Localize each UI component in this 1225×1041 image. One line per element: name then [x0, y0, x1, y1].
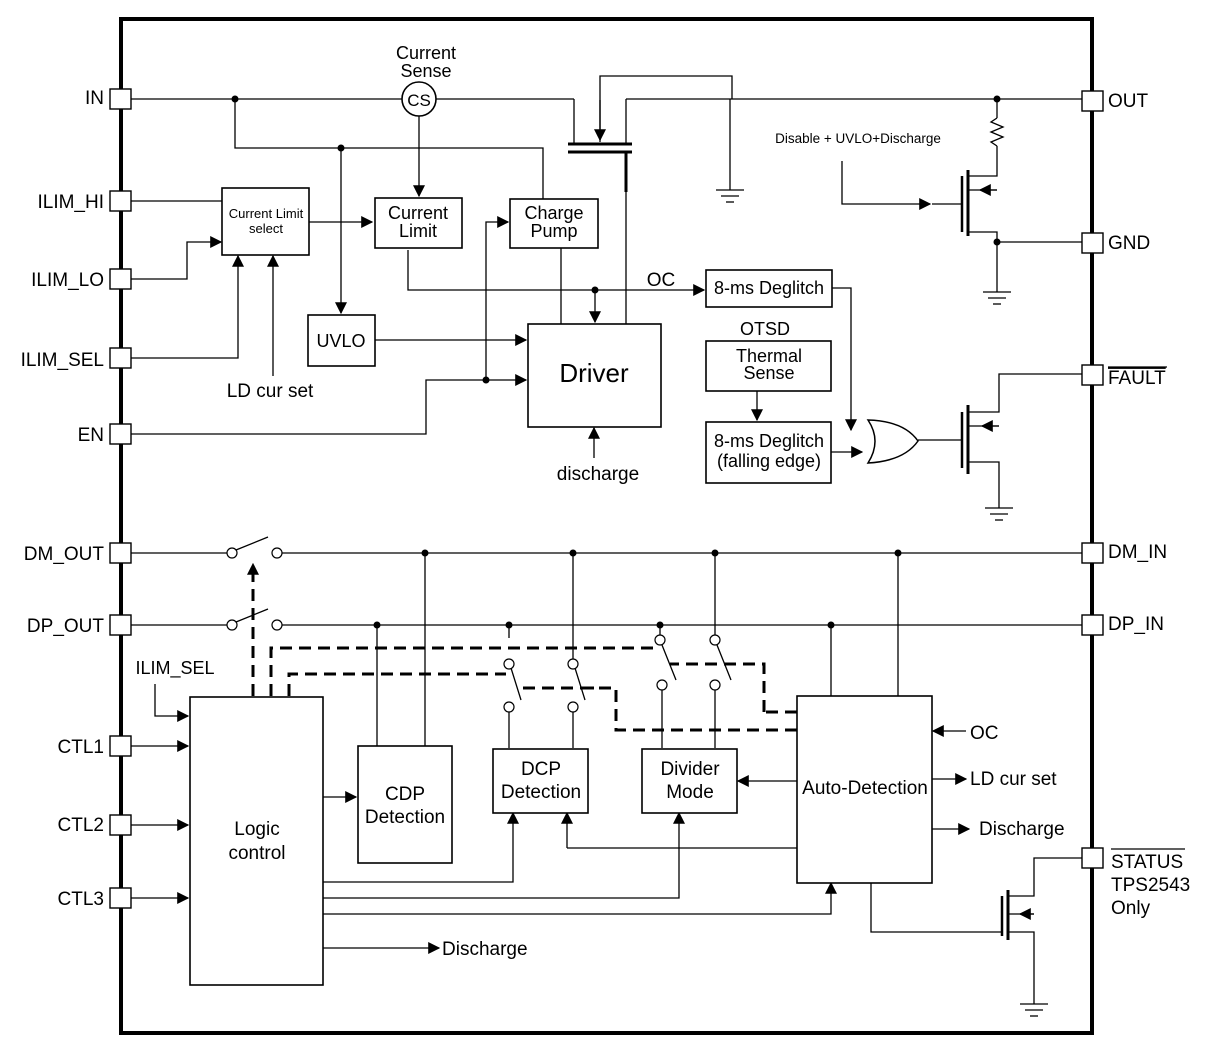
pin-gnd-label: GND [1108, 233, 1150, 254]
pin-ilim-hi-label: ILIM_HI [37, 192, 104, 213]
cs-label: CS [407, 91, 431, 110]
pins-left: IN ILIM_HI ILIM_LO ILIM_SEL EN DM_OUT DP… [21, 88, 132, 910]
current-limit-block [374, 197, 463, 249]
dcp-label-2: Detection [501, 782, 581, 803]
current-limit-select-block [221, 187, 310, 256]
current-limit-select-label-1: Current Limit [229, 206, 304, 221]
pin-ctl2 [109, 814, 132, 836]
pin-status-label: STATUS [1111, 852, 1183, 873]
pin-ilim-hi [109, 190, 132, 212]
current-sense-label-2: Sense [400, 61, 451, 81]
pin-ctl2-label: CTL2 [58, 815, 104, 836]
charge-pump-label-1: Charge [524, 203, 583, 223]
pin-fault-label: FAULT [1108, 368, 1166, 389]
logic-control-block [189, 696, 324, 986]
pin-fault [1081, 364, 1104, 386]
cdp-label-2: Detection [365, 807, 445, 828]
pin-ilim-sel-label: ILIM_SEL [21, 350, 104, 371]
data-wires [131, 552, 1082, 1017]
pin-ilim-lo [109, 268, 132, 290]
pin-status [1081, 847, 1104, 869]
thermal-sense-label-1: Thermal [736, 346, 802, 366]
dashed-control [247, 562, 797, 732]
auto-detection-block [796, 695, 933, 884]
output-switches [226, 536, 283, 631]
dcp-label-1: DCP [521, 759, 561, 780]
pin-dp-in-label: DP_IN [1108, 614, 1164, 635]
uvlo-label: UVLO [316, 331, 365, 351]
disable-uvlo-label: Disable + UVLO+Discharge [775, 131, 941, 146]
pin-out [1081, 90, 1104, 112]
pin-en-label: EN [78, 425, 104, 446]
oc-label: OC [647, 270, 676, 291]
junction-dots [231, 95, 1001, 629]
deglitch-oc-block [705, 269, 833, 308]
dcp-detection-block [492, 748, 589, 814]
tps-label-2: Only [1111, 898, 1151, 919]
pin-ctl3 [109, 887, 132, 909]
driver-block [527, 323, 662, 428]
pin-dp-in [1081, 614, 1104, 636]
fault-fet [960, 373, 1082, 521]
logic-label-1: Logic [234, 819, 279, 840]
charge-pump-block [509, 198, 599, 249]
pins-right: OUT GND FAULT DM_IN DP_IN STATUS TPS2543… [1081, 90, 1190, 919]
deglitch-oc-label: 8-ms Deglitch [714, 278, 824, 298]
pin-dm-in [1081, 542, 1104, 564]
deglitch-falling-label-1: 8-ms Deglitch [714, 431, 824, 451]
power-wires [131, 98, 1082, 458]
logic-label-2: control [228, 843, 285, 864]
pin-out-label: OUT [1108, 91, 1149, 112]
deglitch-falling-label-2: (falling edge) [717, 451, 821, 471]
or-gate [866, 419, 919, 464]
current-limit-label-2: Limit [399, 221, 437, 241]
pin-gnd [1081, 232, 1104, 254]
divider-label-1: Divider [660, 759, 720, 780]
pin-dm-out-label: DM_OUT [24, 544, 105, 565]
pin-in [109, 88, 132, 110]
pin-en [109, 423, 132, 445]
charge-pump-label-2: Pump [530, 221, 577, 241]
pin-dm-in-label: DM_IN [1108, 542, 1167, 563]
thermal-sense-block [705, 340, 832, 392]
current-limit-select-label-2: select [249, 221, 283, 236]
pin-dp-out-label: DP_OUT [27, 616, 104, 637]
otsd-label: OTSD [740, 319, 790, 339]
oc-right-label: OC [970, 723, 999, 744]
pin-in-label: IN [85, 88, 104, 109]
pin-ctl1-label: CTL1 [58, 737, 104, 758]
discharge-logic-label: Discharge [442, 939, 528, 960]
pin-ctl3-label: CTL3 [58, 889, 104, 910]
pin-dp-out [109, 614, 132, 636]
cdp-label-1: CDP [385, 784, 425, 805]
uvlo-block [307, 314, 376, 367]
pass-mosfet [568, 75, 733, 192]
thermal-sense-label-2: Sense [743, 363, 794, 383]
tps-label-1: TPS2543 [1111, 875, 1190, 896]
pin-ctl1 [109, 735, 132, 757]
driver-label: Driver [559, 358, 629, 388]
discharge-fet [932, 166, 998, 242]
discharge-auto-label: Discharge [979, 819, 1065, 840]
discharge-driver-label: discharge [557, 464, 639, 485]
auto-detection-label: Auto-Detection [802, 778, 928, 799]
cdp-detection-block [357, 745, 453, 864]
current-sense-label-1: Current [396, 43, 456, 63]
ilim-sel-internal-label: ILIM_SEL [135, 658, 214, 679]
divider-label-2: Mode [666, 782, 714, 803]
current-limit-label-1: Current [388, 203, 448, 223]
pin-ilim-lo-label: ILIM_LO [31, 270, 104, 291]
divider-mode-block [641, 748, 738, 814]
deglitch-falling-block [705, 421, 832, 484]
chip-outline [119, 17, 1094, 1035]
pin-dm-out [109, 542, 132, 564]
ld-cur-set-right-label: LD cur set [970, 769, 1057, 790]
current-sense-circle [401, 81, 437, 117]
pin-ilim-sel [109, 347, 132, 369]
ld-cur-set-label: LD cur set [227, 381, 314, 402]
